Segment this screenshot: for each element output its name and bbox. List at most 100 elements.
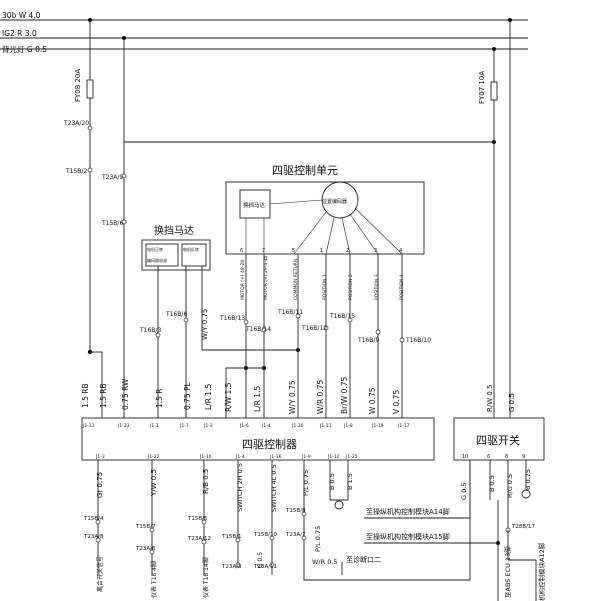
conn-t23a-6: T23A/6	[135, 546, 156, 552]
unit-pin-num: 4	[399, 248, 402, 254]
shift-motor-sub-label: 换挡马达	[243, 201, 266, 209]
shift-motor-pin-label: 编码器电源	[147, 257, 167, 263]
top-wire-label: L/R 1.5	[253, 386, 262, 412]
switch-bottom-wire: B 0.75	[524, 469, 532, 490]
conn-t15b-10: T15B/10	[253, 532, 277, 538]
controller-top-pins: J1-13 J1-23 J1-1 J1-7 J1-2 J1-6 J1-4 J1-…	[82, 423, 410, 429]
controller-pin: J1-1	[149, 423, 159, 429]
conn-pin	[121, 173, 127, 179]
bottom-wire-label: Gr 0.75	[96, 472, 104, 498]
supply-label-ig2: IG2 R 3.0	[2, 29, 37, 38]
controller-pin: J1-9	[301, 454, 311, 460]
switch-bottom-wire: B 0.5	[488, 475, 496, 492]
conn-t23a-9: T23A/9	[101, 174, 123, 181]
unit-pin-label: COMMON RETURN	[293, 259, 299, 300]
conn-t23a-20: T23A/20	[63, 120, 89, 127]
top-wire-label: 1.5 RB	[99, 383, 108, 408]
top-wire-label: W/Y 0.75	[288, 380, 297, 414]
switch-top-wire: G 0.5	[508, 393, 516, 412]
top-wire-label: W/R 0.75	[316, 380, 325, 414]
conn-t23a-12: T23A/12	[187, 536, 211, 542]
dest-label: 仪表 T18 4脚	[150, 561, 158, 598]
conn-pin	[87, 167, 93, 173]
conn-t16b-6: T16B/6	[165, 311, 187, 318]
top-wire-label: L/R 1.5	[204, 384, 213, 410]
controller-pin: J1-6	[239, 423, 249, 429]
controller-pin: J1-7	[179, 423, 189, 429]
conn-t23a-8: T23A/8	[83, 534, 104, 540]
conn-t15b-5: T15B/5	[187, 516, 208, 522]
ctrl-unit-title: 四驱控制单元	[272, 163, 338, 177]
switch-pin: 10	[462, 454, 468, 460]
unit-pin-num: 5	[292, 248, 295, 254]
conn-t16b-3: T16B/3	[139, 327, 161, 334]
top-wire-label: 0.75 RW	[121, 378, 130, 410]
supply-label-backlight: 背光灯 G 0.5	[2, 44, 47, 54]
unit-pin-num: 2	[346, 248, 349, 254]
conn-t16b-10: T16B/10	[405, 337, 431, 344]
bottom-wire-label: B 1.5	[346, 473, 354, 490]
junction-dot	[508, 18, 512, 22]
conn-t15b-2: T15B/2	[65, 168, 87, 175]
dest-label: 离合开关信号	[96, 556, 104, 592]
bottom-wire-label: SWITCH 2H 0.5	[236, 463, 244, 512]
conn-t16b-9: T16B/9	[357, 337, 379, 344]
conn-pin	[121, 219, 127, 225]
shift-motor-box	[141, 239, 211, 271]
shift-motor-title: 换挡马达	[154, 224, 194, 237]
controller-title: 四驱控制器	[242, 437, 297, 451]
top-wire-label: 0.75 PL	[183, 381, 192, 410]
top-wire-label: 1.5 RB	[81, 383, 90, 408]
conn-pin	[87, 125, 93, 131]
unit-pin-label: MOTOR (+) 29-4-45	[263, 255, 269, 300]
controller-pin: J1-22	[147, 454, 160, 460]
conn-t23a-11: T23A/11	[253, 564, 277, 570]
controller-box	[81, 417, 435, 461]
top-wire-label: Br/W 0.75	[340, 377, 349, 414]
conn-t16b-15: T16B/15	[329, 313, 355, 320]
unit-pin-label: MOTOR (+) 48-28	[240, 260, 246, 300]
controller-pin: J1-12	[327, 454, 340, 460]
fuse-right	[490, 81, 498, 101]
dest-label: 至ABS ECU 13脚	[503, 546, 512, 598]
dest-label: 至操纵机构控制模块A14脚	[366, 507, 450, 516]
unit-pin-num: 3	[374, 248, 377, 254]
controller-pin: J1-17	[397, 423, 410, 429]
junction-dot	[122, 36, 126, 40]
switch-pin: 8	[505, 454, 508, 460]
unit-pin-labels: MOTOR (+) 48-28 MOTOR (+) 29-4-45 COMMON…	[240, 255, 405, 300]
controller-pin: J1-13	[82, 423, 95, 429]
conn-t28b-17: T28B/17	[511, 524, 535, 530]
wire	[269, 199, 323, 205]
controller-pin: J1-2	[203, 423, 213, 429]
unit-pin-label: POSITION 1	[322, 274, 328, 300]
shift-motor-pin-label: 电机反转	[183, 246, 199, 252]
dest-label: 至操纵机构控制模块A15脚	[366, 532, 450, 541]
bottom-extra-g05: G 0.5	[257, 552, 264, 568]
switch-bottom-pins: 10 6 8 9	[462, 454, 525, 460]
conn-t15b-6: T15B/6	[101, 220, 123, 227]
bottom-wire-label: R/B 0.5	[202, 469, 210, 494]
switch-title: 四驱开关	[476, 433, 520, 447]
dest-label: 机构控制模块A12脚	[537, 542, 546, 601]
top-wire-label: R/W 1.5	[224, 382, 233, 412]
bottom-wire-label: SWITCH 4L 0.5	[270, 464, 278, 512]
controller-pin: J1-4	[261, 423, 271, 429]
conn-t15b-1: T15B/1	[221, 534, 241, 540]
unit-pin-num: 6	[240, 248, 243, 254]
conn-t16b-12: T16B/12	[301, 325, 327, 332]
controller-pin: J1-10	[199, 454, 212, 460]
ctrl-unit-box	[225, 181, 425, 255]
fuse-right-label: FY07 10A	[478, 71, 486, 104]
conn-t15b-7: T15B/7	[135, 524, 156, 530]
bottom-extra-wr05: W/R 0.5	[312, 558, 338, 566]
switch-pin: 9	[522, 454, 525, 460]
bottom-wire-label: Y/W 0.5	[150, 469, 158, 497]
switch-top-wire: R/W 0.5	[486, 384, 494, 412]
controller-pin: J1-3	[95, 454, 105, 460]
controller-bottom-pins: J1-3 J1-22 J1-10 J1-4 J1-16 J1-9 J1-12 J…	[95, 454, 358, 460]
unit-pin-numbers: 6 7 5 1 2 3 4	[240, 248, 402, 254]
unit-pin-label: POSITION 3	[374, 274, 380, 300]
